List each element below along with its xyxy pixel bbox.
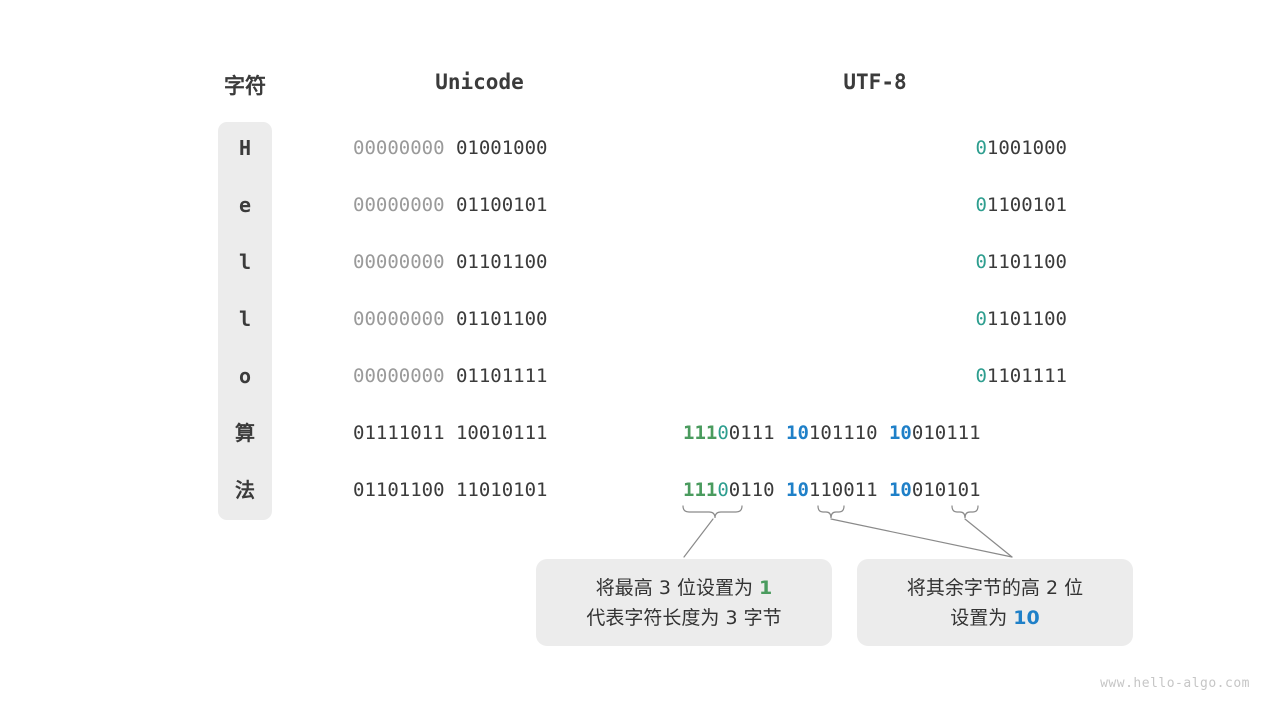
- utf8-bits-5: 11100111 10101110 10010111: [683, 420, 1067, 446]
- unicode-high-byte: 01111011: [353, 422, 456, 444]
- unicode-low-byte: 11010101: [455, 479, 548, 501]
- watermark: www.hello-algo.com: [1100, 676, 1250, 691]
- character-cell-3: l: [238, 307, 252, 331]
- column-header-character: 字符: [224, 74, 266, 98]
- brace-continuation-2: [951, 505, 979, 519]
- utf8-bits-3: 01101100: [867, 306, 1067, 332]
- unicode-high-byte: 00000000: [353, 137, 456, 159]
- leader-line-2: [830, 518, 1013, 558]
- unicode-bits-2: 00000000 01101100: [353, 249, 606, 275]
- callout-continuation-prefix: 将其余字节的高 2 位 设置为 10: [857, 559, 1133, 646]
- unicode-bits-4: 00000000 01101111: [353, 363, 606, 389]
- utf8-byte2-payload: 110011: [808, 479, 878, 501]
- utf8-byte3-payload: 010111: [911, 422, 981, 444]
- utf8-byte1-payload: 0111: [728, 422, 775, 444]
- utf8-lead-bit: 0: [975, 137, 987, 159]
- callout-length-prefix: 将最高 3 位设置为 1 代表字符长度为 3 字节: [536, 559, 832, 646]
- leader-line-3: [964, 518, 1013, 558]
- callout-1-highlight: 1: [759, 576, 773, 599]
- utf8-bits-4: 01101111: [867, 363, 1067, 389]
- utf8-continuation-prefix: 10: [786, 422, 809, 444]
- leader-line-1: [683, 518, 714, 558]
- utf8-continuation-prefix: 10: [888, 479, 912, 501]
- utf8-byte3-payload: 010101: [911, 479, 981, 501]
- callout-1-text-a: 将最高: [595, 576, 659, 599]
- utf8-payload-bits: 1101100: [986, 251, 1067, 273]
- utf8-lead-bit: 0: [975, 365, 987, 387]
- unicode-high-byte: 00000000: [353, 194, 456, 216]
- character-cell-0: H: [238, 136, 252, 160]
- column-header-unicode: Unicode: [435, 70, 524, 94]
- character-cell-2: l: [238, 250, 252, 274]
- brace-length-prefix: [682, 505, 743, 519]
- unicode-high-byte: 00000000: [353, 251, 456, 273]
- utf8-continuation-prefix: 10: [786, 479, 809, 501]
- utf8-lead-bit: 0: [975, 308, 987, 330]
- callout-1-num: 3: [658, 576, 671, 599]
- utf8-byte-separator: [775, 422, 786, 444]
- unicode-bits-3: 00000000 01101100: [353, 306, 606, 332]
- unicode-low-byte: 01101111: [455, 365, 548, 387]
- utf8-lead-bit: 0: [975, 194, 987, 216]
- unicode-low-byte: 01101100: [455, 251, 548, 273]
- character-cell-1: e: [238, 193, 252, 217]
- unicode-low-byte: 01100101: [455, 194, 548, 216]
- utf8-payload-bits: 1001000: [986, 137, 1067, 159]
- brace-continuation-1: [817, 505, 845, 519]
- unicode-bits-5: 01111011 10010111: [353, 420, 606, 446]
- utf8-prefix-terminator: 0: [717, 422, 729, 444]
- utf8-length-prefix: 111: [683, 479, 718, 501]
- callout-1-text-b: 位设置为: [670, 576, 759, 599]
- utf8-length-prefix: 111: [683, 422, 718, 444]
- callout-2-line-2: 设置为 10: [857, 603, 1133, 633]
- column-header-utf8: UTF-8: [843, 70, 907, 94]
- utf8-bits-1: 01100101: [867, 192, 1067, 218]
- callout-1-line-2: 代表字符长度为 3 字节: [586, 606, 782, 629]
- character-cell-4: o: [238, 364, 252, 388]
- callout-2-line-1: 将其余字节的高 2 位: [906, 576, 1084, 599]
- utf8-bits-6: 11100110 10110011 10010101: [683, 477, 1067, 503]
- character-cell-6: 法: [235, 478, 255, 502]
- utf8-continuation-prefix: 10: [888, 422, 912, 444]
- unicode-low-byte: 10010111: [455, 422, 548, 444]
- utf8-payload-bits: 1100101: [986, 194, 1067, 216]
- utf8-lead-bit: 0: [975, 251, 987, 273]
- utf8-payload-bits: 1101100: [986, 308, 1067, 330]
- callout-2-text-a: 设置为: [950, 606, 1014, 629]
- utf8-byte-separator: [878, 422, 889, 444]
- unicode-high-byte: 00000000: [353, 308, 456, 330]
- utf8-bits-0: 01001000: [867, 135, 1067, 161]
- unicode-high-byte: 01101100: [353, 479, 456, 501]
- callout-2-highlight: 10: [1013, 606, 1040, 629]
- unicode-bits-6: 01101100 11010101: [353, 477, 606, 503]
- utf8-prefix-terminator: 0: [717, 479, 729, 501]
- character-column-panel: [218, 122, 272, 520]
- utf8-bits-2: 01101100: [867, 249, 1067, 275]
- unicode-bits-0: 00000000 01001000: [353, 135, 606, 161]
- character-cell-5: 算: [235, 421, 255, 445]
- unicode-low-byte: 01001000: [455, 137, 548, 159]
- utf8-byte2-payload: 101110: [808, 422, 878, 444]
- utf8-byte-separator: [878, 479, 889, 501]
- utf8-byte1-payload: 0110: [728, 479, 775, 501]
- callout-1-line-1: 将最高 3 位设置为 1: [536, 573, 832, 603]
- unicode-low-byte: 01101100: [455, 308, 548, 330]
- unicode-high-byte: 00000000: [353, 365, 456, 387]
- unicode-bits-1: 00000000 01100101: [353, 192, 606, 218]
- utf8-payload-bits: 1101111: [986, 365, 1067, 387]
- utf8-byte-separator: [775, 479, 786, 501]
